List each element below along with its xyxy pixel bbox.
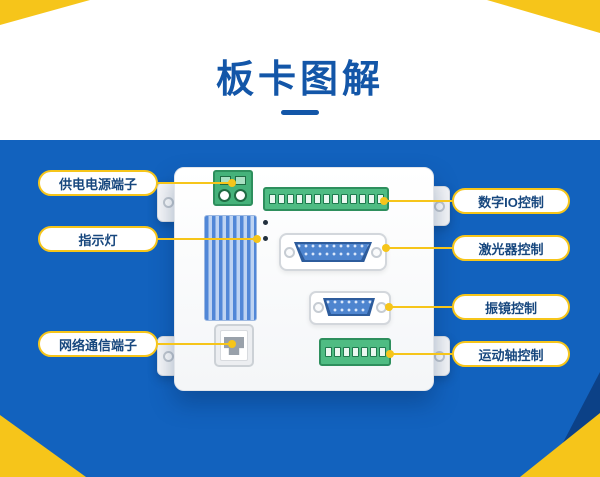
callout-line-motion	[390, 353, 452, 355]
callout-label-network: 网络通信端子	[38, 331, 158, 357]
terminal-pin	[324, 347, 332, 357]
connector-screw	[284, 247, 295, 258]
terminal-pin	[333, 347, 341, 357]
terminal-pin	[331, 194, 339, 204]
terminal-slot	[235, 176, 246, 185]
callout-dot-motion	[386, 350, 394, 358]
connector-screw	[313, 302, 324, 313]
callout-line-galvo	[389, 306, 452, 308]
terminal-pin	[322, 194, 330, 204]
laser-db25-connector	[279, 233, 387, 271]
terminal-pin	[304, 194, 312, 204]
dsub-pins	[297, 244, 369, 260]
terminal-pin	[286, 194, 294, 204]
page-title: 板卡图解	[215, 59, 384, 101]
mounting-hole	[433, 200, 445, 212]
callout-dot-galvo	[385, 303, 393, 311]
callout-line-digital-io	[384, 200, 452, 202]
callout-dot-power	[228, 179, 236, 187]
callout-label-digital-io: 数字IO控制	[452, 188, 570, 214]
terminal-pin	[268, 194, 276, 204]
terminal-pin	[342, 347, 350, 357]
terminal-pin	[349, 194, 357, 204]
terminal-pin	[340, 194, 348, 204]
terminal-pin	[351, 347, 359, 357]
corner-accent-top-right	[487, 0, 600, 33]
title-underline	[281, 110, 319, 115]
terminal-screw	[234, 189, 247, 202]
terminal-pin	[277, 194, 285, 204]
callout-label-motion: 运动轴控制	[452, 341, 570, 367]
mounting-hole	[162, 350, 174, 362]
mounting-hole	[162, 196, 174, 208]
terminal-pin	[295, 194, 303, 204]
terminal-pin	[378, 347, 386, 357]
callout-dot-network	[228, 340, 236, 348]
callout-line-power	[158, 182, 232, 184]
callout-line-network	[158, 343, 232, 345]
terminal-pin	[358, 194, 366, 204]
connector-screw	[371, 247, 382, 258]
galvo-db15-connector	[309, 291, 391, 325]
callout-label-laser: 激光器控制	[452, 235, 570, 261]
heatsink-fins	[204, 215, 257, 321]
digital-io-terminal	[263, 187, 389, 211]
status-led	[263, 220, 268, 225]
callout-line-laser	[386, 247, 452, 249]
mounting-hole	[433, 350, 445, 362]
callout-dot-laser	[382, 244, 390, 252]
motion-axis-terminal	[319, 338, 391, 366]
terminal-screw	[218, 189, 231, 202]
power-terminal	[213, 170, 253, 206]
terminal-pin	[367, 194, 375, 204]
callout-dot-indicator	[253, 235, 261, 243]
terminal-pin	[313, 194, 321, 204]
terminal-pin	[369, 347, 377, 357]
terminal-pin	[360, 347, 368, 357]
dsub-shell	[294, 242, 372, 262]
callout-label-indicator: 指示灯	[38, 226, 158, 252]
callout-line-indicator	[158, 238, 257, 240]
dsub-pins	[326, 300, 372, 314]
status-led	[263, 236, 268, 241]
callout-label-power: 供电电源端子	[38, 170, 158, 196]
dsub-shell	[323, 298, 375, 316]
callout-label-galvo: 振镜控制	[452, 294, 570, 320]
corner-accent-top-left	[0, 0, 90, 25]
callout-dot-digital-io	[380, 197, 388, 205]
